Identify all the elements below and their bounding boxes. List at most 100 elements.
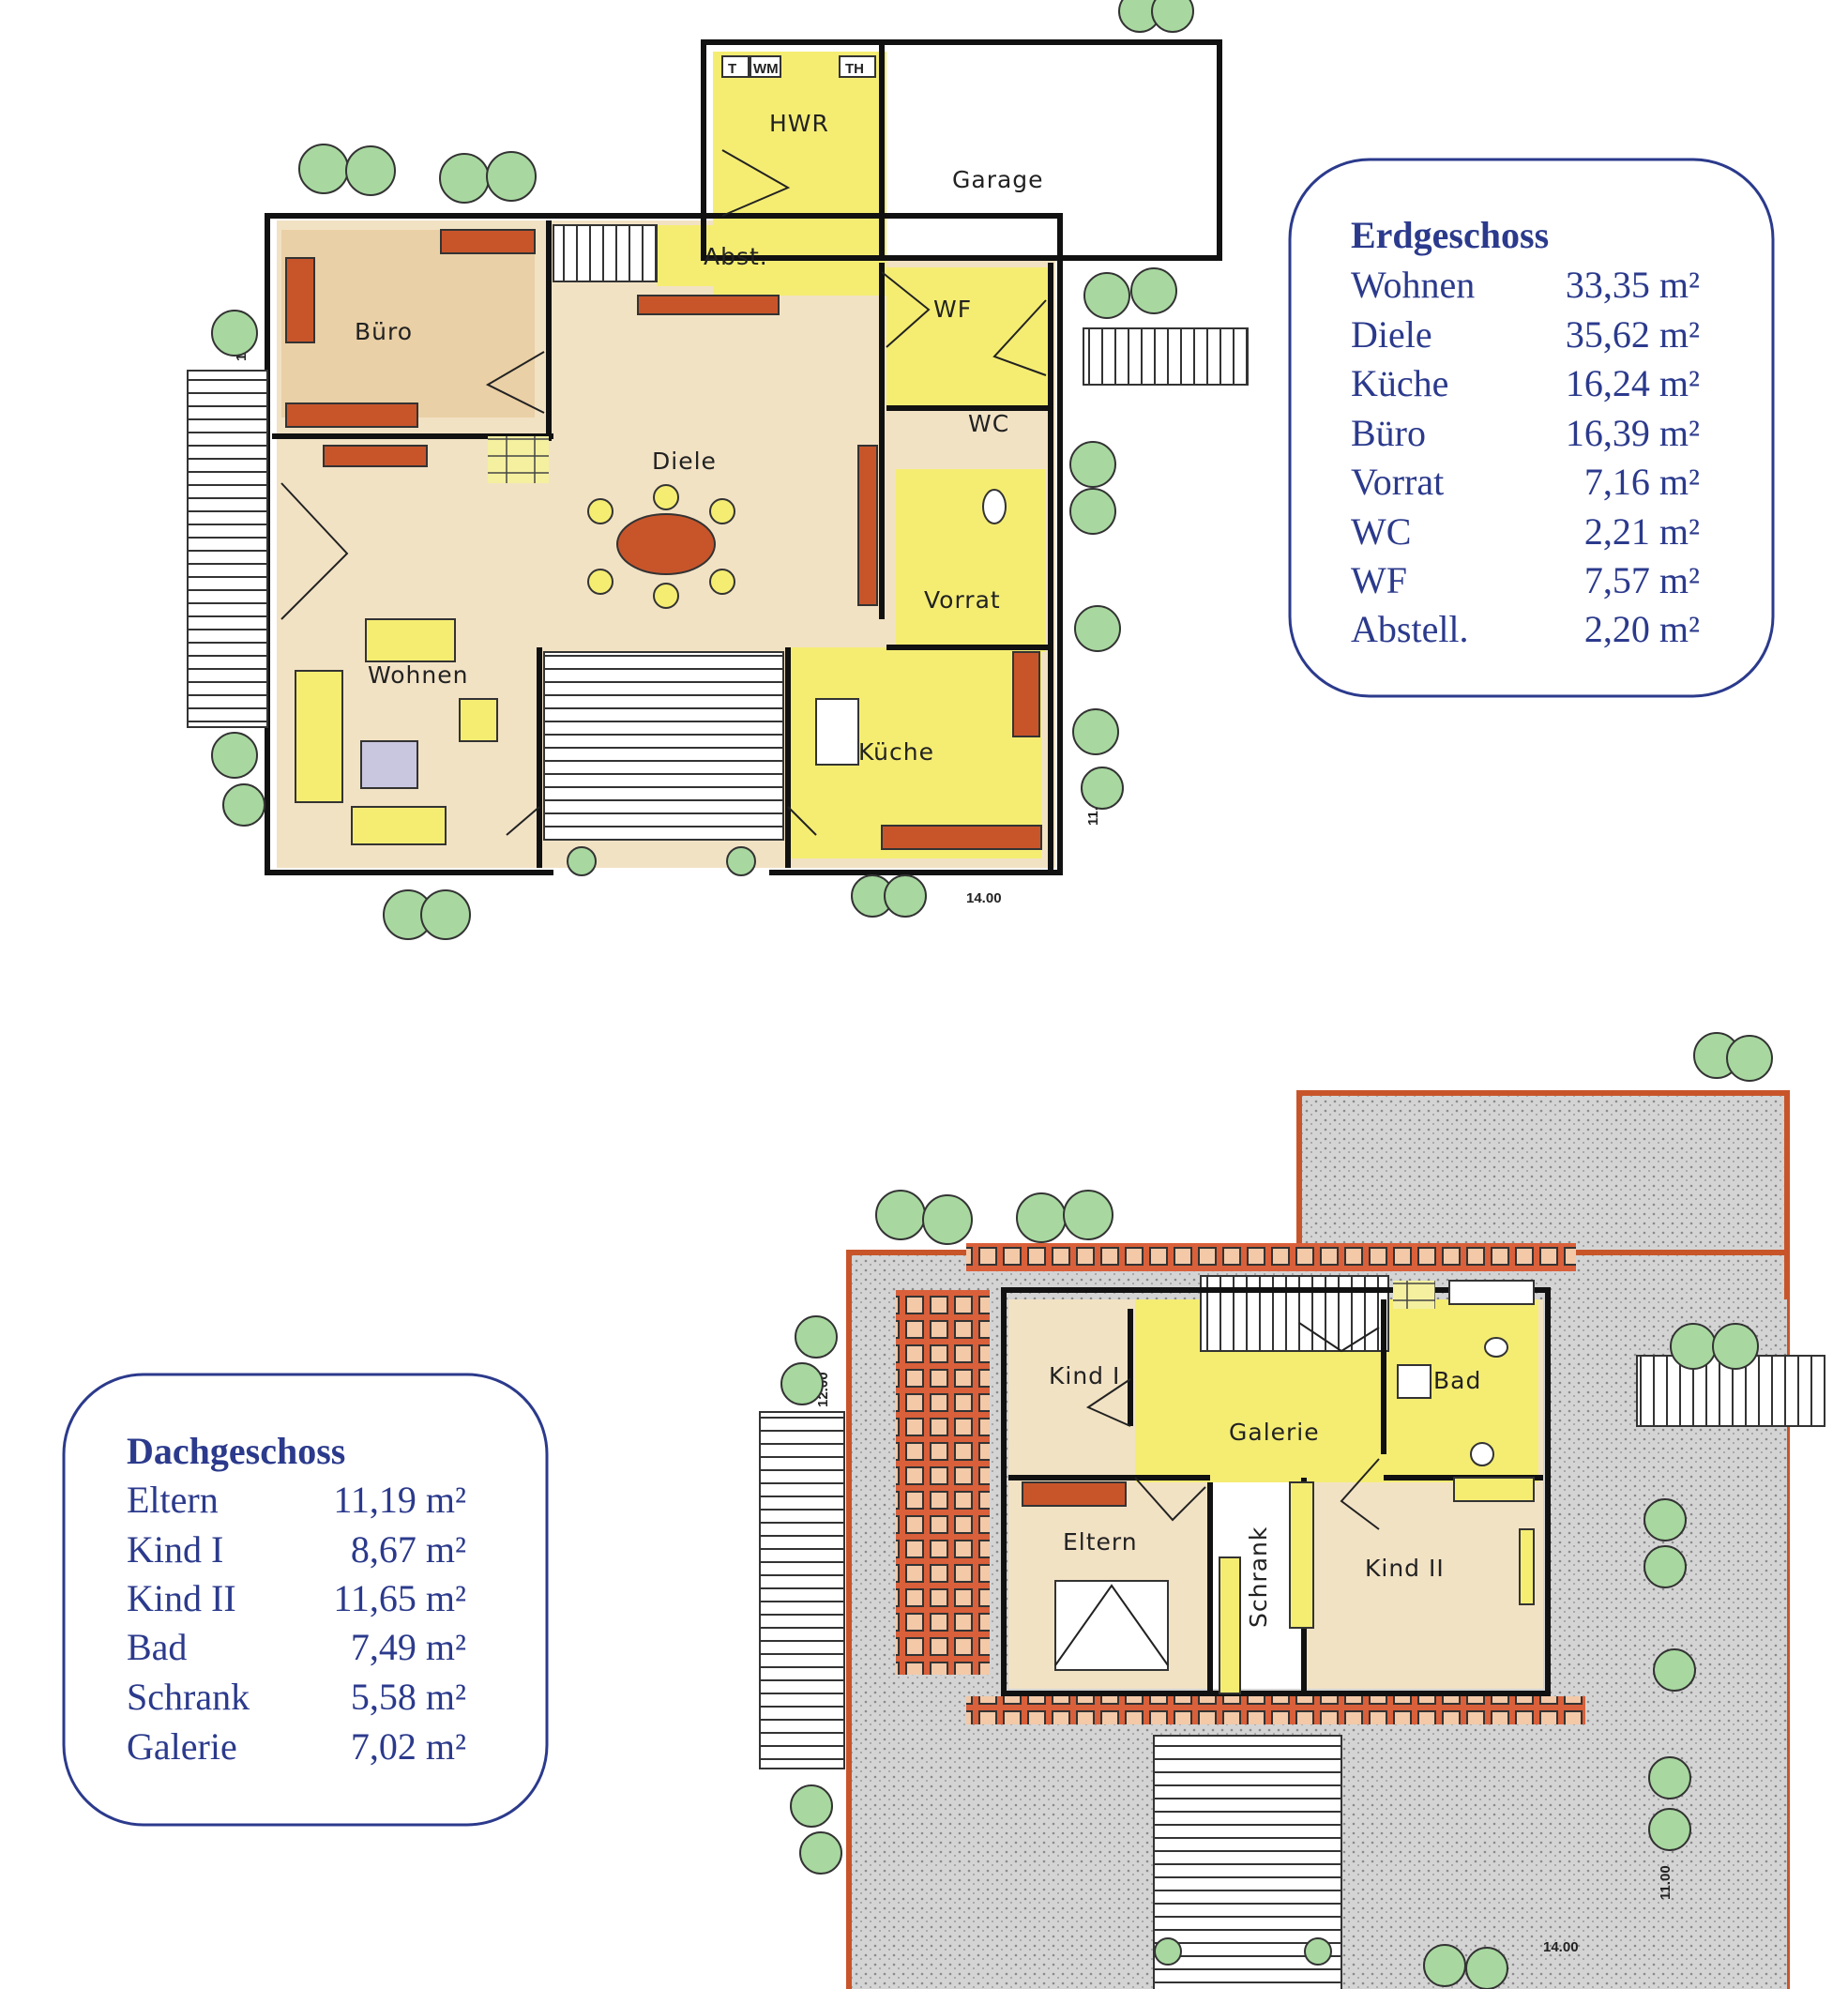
diele-wardrobe [857, 445, 878, 606]
room-label-hwr: HWR [769, 110, 829, 137]
tree-icon [420, 889, 471, 940]
appliance-label-t: T [728, 61, 736, 77]
eg-row-name: Diele [1351, 313, 1432, 356]
schrank-rail [1289, 1481, 1314, 1629]
eg-row-name: WC [1351, 510, 1411, 553]
tree-icon [1726, 1035, 1773, 1082]
ground-floor-plan: HWR Garage Abst. Büro WF WC Diele Vorrat… [187, 39, 1249, 906]
dg-row-area: 7,02 m² [351, 1725, 466, 1768]
coffee-table [360, 740, 418, 789]
dg-row-name: Galerie [127, 1725, 237, 1768]
room-label-wf: WF [933, 296, 972, 323]
appliance-label-th: TH [845, 61, 864, 77]
erdgeschoss-title: Erdgeschoss [1351, 214, 1549, 256]
tree-icon [1069, 441, 1116, 488]
room-label-galerie: Galerie [1229, 1419, 1320, 1446]
kind2-shelf [1453, 1477, 1535, 1502]
vorrat-fill [896, 469, 1046, 652]
tree-icon [1069, 488, 1116, 535]
wohnen-shelf [323, 445, 428, 467]
tree-icon [726, 846, 756, 876]
eg-row-name: Küche [1351, 362, 1448, 404]
dachgeschoss-title: Dachgeschoss [127, 1430, 345, 1472]
sink-icon [1484, 1337, 1508, 1358]
kind1-fill [1008, 1309, 1130, 1492]
tree-icon [1304, 1937, 1332, 1966]
eg-row-name: Wohnen [1351, 264, 1475, 306]
tree-icon [222, 783, 265, 827]
tree-icon [922, 1194, 973, 1245]
room-label-eltern: Eltern [1063, 1528, 1138, 1556]
tree-icon [780, 1362, 824, 1405]
shower-icon [1397, 1364, 1431, 1399]
tree-icon [875, 1190, 926, 1240]
upper-door-swings [1085, 1322, 1380, 1530]
room-label-wc: WC [968, 410, 1009, 437]
dachgeschoss-box-frame [62, 1373, 549, 1827]
tree-icon [1423, 1944, 1466, 1987]
dg-row-area: 7,49 m² [351, 1626, 466, 1668]
dim-width-upper: 14.00 [1543, 1939, 1579, 1955]
tree-icon [211, 310, 258, 357]
tree-icon [439, 153, 490, 204]
appliance-th [839, 55, 876, 78]
tree-icon [345, 145, 396, 196]
dg-row-area: 5,58 m² [351, 1676, 466, 1718]
tree-icon [1670, 1323, 1717, 1370]
room-label-buero: Büro [355, 318, 413, 345]
appliance-label-wm: WM [753, 61, 779, 77]
dg-row-name: Kind I [127, 1528, 223, 1571]
toilet-icon [982, 489, 1007, 524]
tree-icon [1653, 1648, 1696, 1692]
room-label-wohnen: Wohnen [368, 661, 468, 689]
buero-cabinet [440, 229, 536, 254]
tree-icon [1644, 1498, 1687, 1541]
tree-icon [790, 1784, 833, 1828]
trees [211, 0, 1773, 1989]
eg-row-name: Abstell. [1351, 608, 1469, 650]
entrance-stairs [543, 651, 784, 841]
eltern-wardrobe [1022, 1481, 1127, 1507]
basement-stairs [553, 224, 658, 282]
dg-row-name: Schrank [127, 1676, 250, 1718]
garden-stairs [1083, 327, 1249, 386]
fireplace-tiles [488, 436, 549, 483]
tree-icon [799, 1831, 842, 1875]
tree-icon [1644, 1545, 1687, 1588]
bathtub-icon [1448, 1280, 1535, 1305]
upper-terrace [759, 1411, 845, 1769]
tree-icon [298, 144, 349, 194]
eg-row-name: Vorrat [1351, 461, 1444, 503]
buero-shelf [285, 402, 418, 428]
upper-outer-wall [1001, 1287, 1551, 1696]
wf-fill [886, 267, 1051, 408]
tree-icon [1712, 1323, 1759, 1370]
upper-floor-plan: Kind I Bad Galerie Eltern Schrank Kind I… [759, 1090, 1825, 1989]
bed-lines [1054, 1584, 1169, 1666]
buero-desk [285, 257, 315, 343]
terrace-stairs [187, 370, 268, 728]
tree-icon [1465, 1947, 1508, 1989]
appliance-wm [750, 55, 781, 78]
kueche-fridge [1012, 651, 1040, 737]
tree-icon [884, 874, 927, 918]
eg-row-name: WF [1351, 559, 1407, 601]
tree-icon [211, 732, 258, 779]
erdgeschoss-area-box: Erdgeschoss Wohnen 33,35 m² Diele 35,62 … [1288, 158, 1775, 698]
room-label-vorrat: Vorrat [924, 586, 1001, 614]
eg-row-name: Büro [1351, 412, 1426, 454]
room-label-abst: Abst. [704, 243, 768, 270]
dachgeschoss-area-box: Dachgeschoss Eltern 11,19 m² Kind I 8,67… [62, 1373, 549, 1827]
room-label-garage: Garage [952, 166, 1044, 193]
kueche-counter [881, 825, 1042, 850]
dim-width-ground: 14.00 [966, 890, 1002, 906]
tree-icon [1648, 1756, 1691, 1799]
garage-hwr-wall [701, 39, 1222, 261]
room-label-diele: Diele [652, 448, 717, 475]
dg-row-name: Eltern [127, 1479, 219, 1521]
bad-tiles [1393, 1281, 1435, 1309]
tree-icon [795, 1315, 838, 1359]
kueche-table [815, 698, 859, 766]
tree-icon [1154, 1937, 1182, 1966]
